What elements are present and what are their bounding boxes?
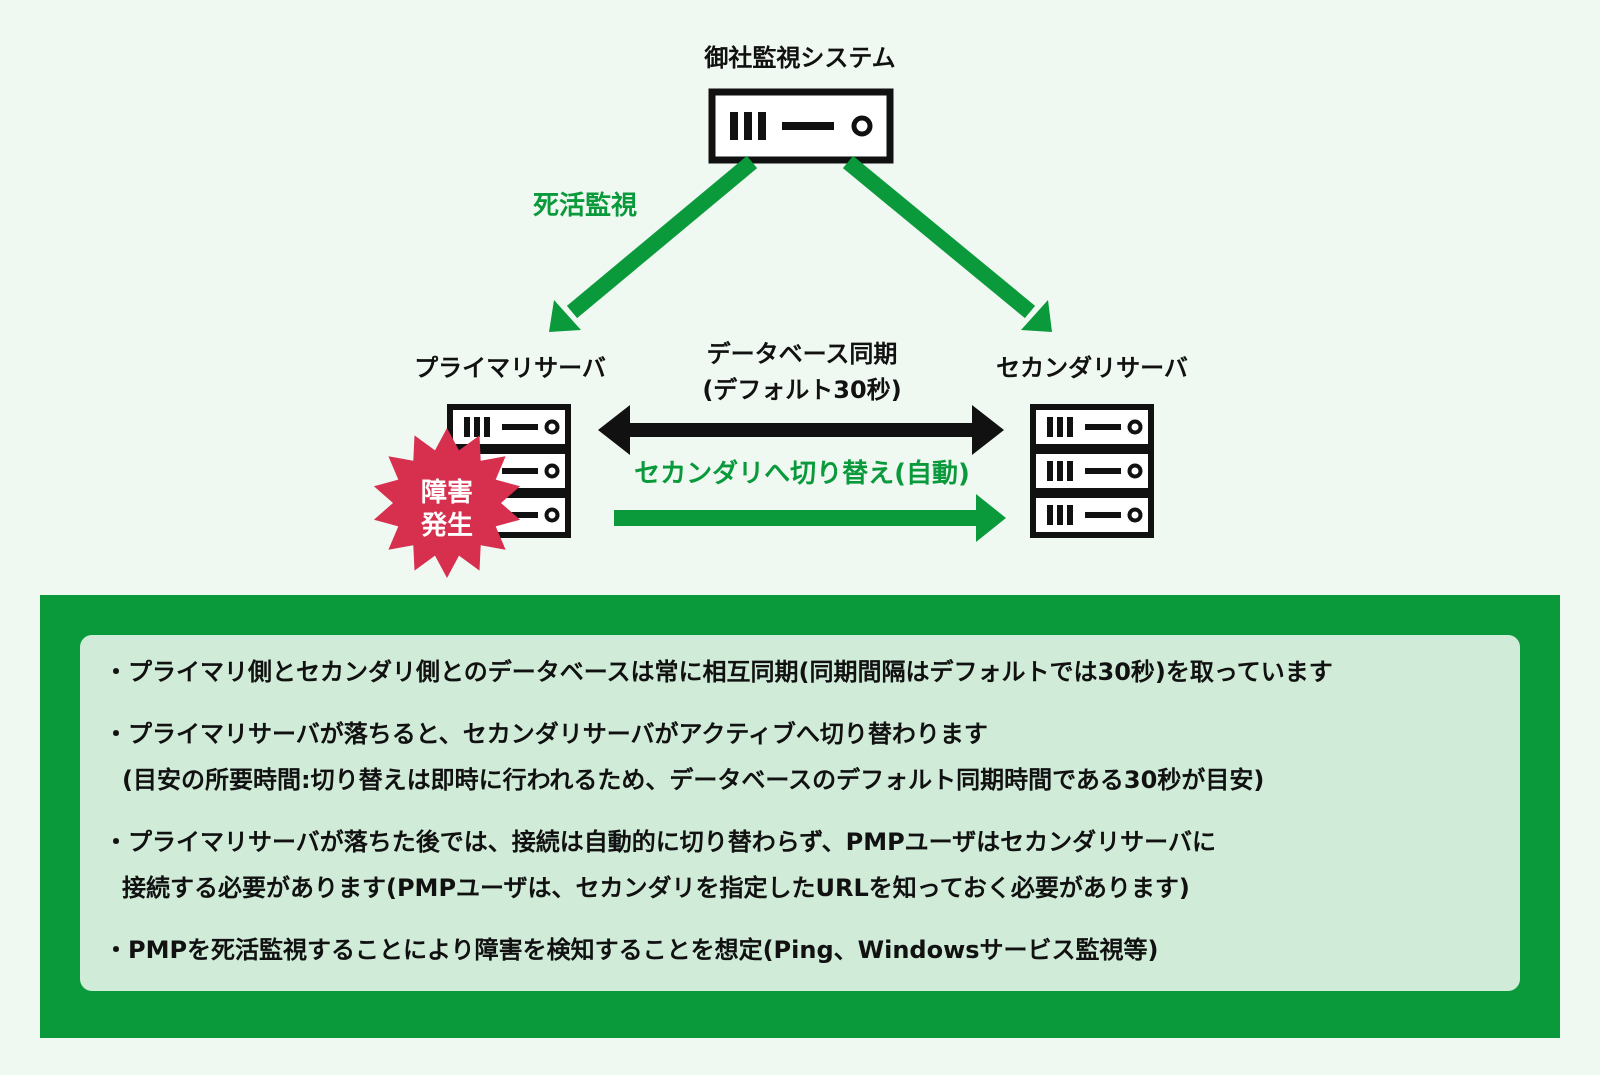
fault-badge-line2: 発生 [420, 511, 473, 541]
note-line: ・プライマリサーバが落ちた後では、接続は自動的に切り替わらず、PMPユーザはセカ… [104, 828, 1216, 856]
sync-label-line1: データベース同期 [707, 340, 898, 368]
note-line: (目安の所要時間:切り替えは即時に行われるため、データベースのデフォルト同期時間… [122, 766, 1265, 794]
notes-box: ・プライマリ側とセカンダリ側とのデータベースは常に相互同期(同期間隔はデフォルト… [80, 635, 1520, 991]
heartbeat-arrow-right [842, 155, 1052, 332]
note-item: ・プライマリサーバが落ちた後では、接続は自動的に切り替わらず、PMPユーザはセカ… [104, 819, 1496, 911]
note-line: ・PMPを死活監視することにより障害を検知することを想定(Ping、Window… [104, 936, 1159, 964]
monitor-server-icon [708, 88, 894, 164]
sync-label-line2: (デフォルト30秒) [702, 376, 901, 404]
note-line: ・プライマリサーバが落ちると、セカンダリサーバがアクティブへ切り替わります [104, 720, 988, 748]
heartbeat-arrow-left [549, 155, 758, 332]
monitor-label: 御社監視システム [703, 44, 895, 72]
fault-burst-icon: 障害 発生 [373, 428, 521, 578]
heartbeat-label: 死活監視 [533, 190, 637, 221]
fault-badge-line1: 障害 [421, 477, 473, 508]
note-item: ・プライマリサーバが落ちると、セカンダリサーバがアクティブへ切り替わります (目… [104, 711, 1496, 803]
note-item: ・PMPを死活監視することにより障害を検知することを想定(Ping、Window… [104, 927, 1496, 973]
note-line: ・プライマリ側とセカンダリ側とのデータベースは常に相互同期(同期間隔はデフォルト… [104, 658, 1333, 686]
secondary-server-label: セカンダリサーバ [996, 354, 1188, 382]
notes-panel: ・プライマリ側とセカンダリ側とのデータベースは常に相互同期(同期間隔はデフォルト… [40, 595, 1560, 1038]
failover-label: セカンダリへ切り替え(自動) [634, 458, 970, 489]
note-item: ・プライマリ側とセカンダリ側とのデータベースは常に相互同期(同期間隔はデフォルト… [104, 649, 1496, 695]
secondary-server-icon [1033, 407, 1151, 535]
failover-arrow [614, 494, 1006, 542]
failover-diagram: 御社監視システム 死活監視 プライマリサーバ セカンダリサーバ データベース同期… [373, 44, 1188, 578]
note-line: 接続する必要があります(PMPユーザは、セカンダリを指定したURLを知っておく必… [122, 874, 1190, 902]
sync-double-arrow [598, 405, 1004, 455]
primary-server-label: プライマリサーバ [414, 354, 606, 382]
